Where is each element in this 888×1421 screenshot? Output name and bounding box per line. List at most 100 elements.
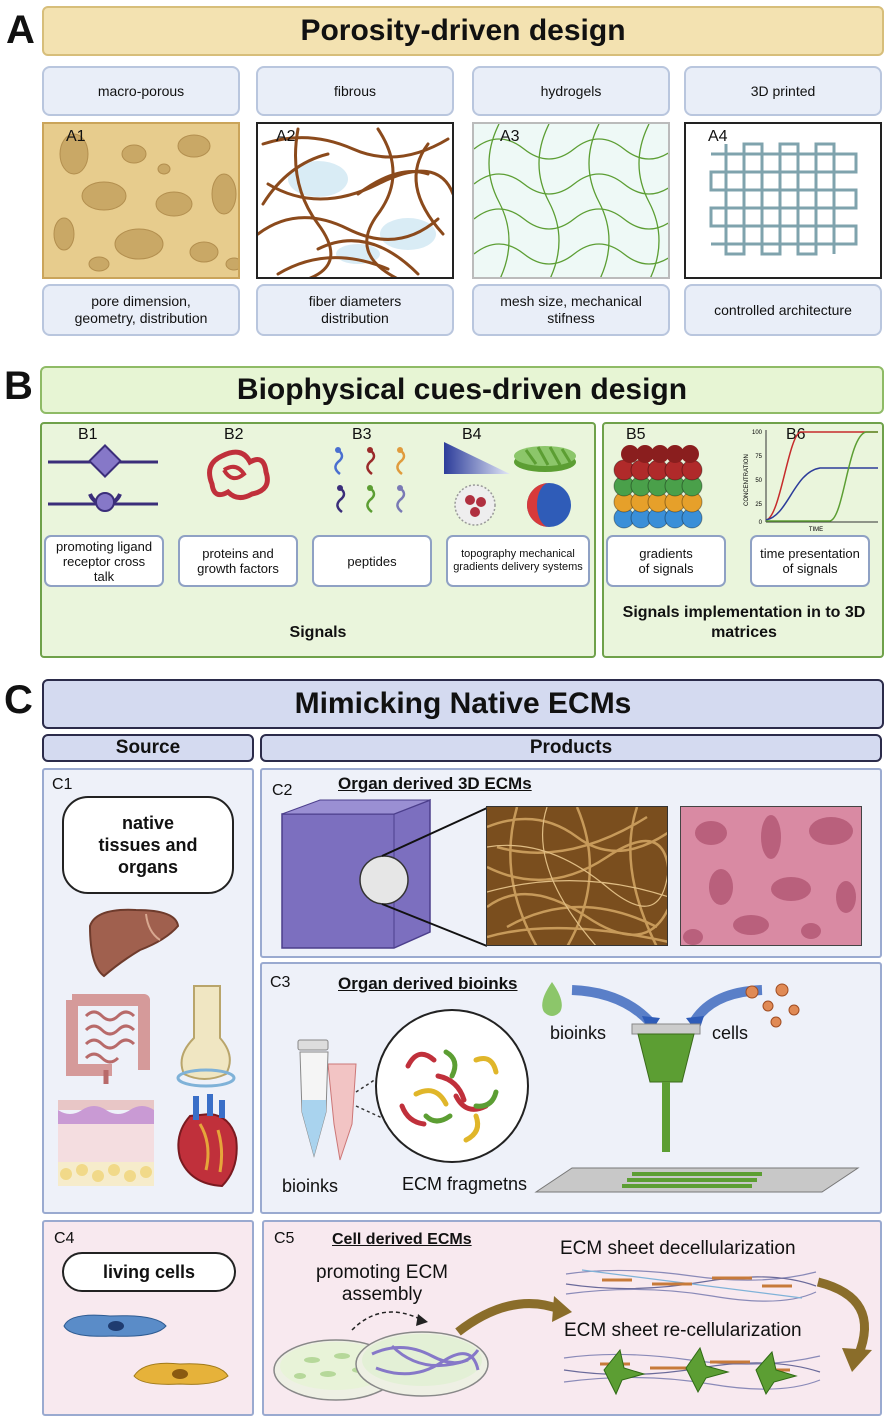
yellow-cell-icon: [133, 1362, 229, 1385]
gradient-sphere-top: [681, 445, 699, 463]
gradient-wedge-icon: [444, 442, 510, 474]
macroporous-pattern: [53, 133, 238, 272]
bioprinter-icon: [534, 982, 860, 1193]
c3-title: Organ derived bioinks: [338, 974, 518, 993]
decell-label: ECM sheet decellularization: [560, 1238, 796, 1259]
a3-hydrogel-image: [472, 122, 670, 279]
hydrogel-mesh: [474, 124, 668, 277]
intestine-icon: [66, 994, 150, 1084]
ecm-sheet-recell-icon: [563, 1346, 821, 1396]
concentration-time-plot: CONCENTRATION 100 75 50 25 0 TIME: [744, 430, 878, 533]
section-b-title: Biophysical cues-driven design: [40, 366, 884, 414]
a2-tag: A2: [276, 128, 296, 145]
gradient-sphere-top: [666, 445, 684, 463]
b2-tag: B2: [224, 426, 244, 443]
blue-cell-icon: [63, 1314, 167, 1337]
recell-label: ECM sheet re-cellularization: [564, 1320, 802, 1341]
c1-tag: C1: [52, 776, 73, 793]
gradient-sphere: [681, 459, 703, 481]
bone-joint-icon: [176, 985, 236, 1088]
a1-macroporous-image: [42, 122, 240, 279]
cells-label: cells: [712, 1023, 749, 1043]
petri-dishes-icon: [273, 1296, 572, 1401]
fiber-pattern: [258, 127, 452, 277]
a1-tag: A1: [66, 128, 86, 145]
c5-title: Cell derived ECMs: [332, 1231, 472, 1248]
gradient-sphere-top: [651, 445, 669, 463]
b3-label: peptides: [312, 535, 432, 587]
c2-title: Organ derived 3D ECMs: [338, 774, 532, 793]
b6-tag: B6: [786, 426, 806, 443]
section-c-title: Mimicking Native ECMs: [42, 679, 884, 729]
gradient-spheres-icon: [613, 445, 703, 529]
a1-top-label: macro-porous: [42, 66, 240, 116]
bioink-tube-icon: [297, 1039, 357, 1161]
fiber-mesh-pattern: [487, 807, 667, 945]
a3-bottom-label: mesh size, mechanical stifness: [472, 284, 670, 336]
a2-fibrous-image: [256, 122, 454, 279]
bioinks-printer-label: bioinks: [550, 1023, 607, 1043]
nanoparticle-icon: [454, 484, 496, 526]
a4-3dprinted-image: [684, 122, 882, 279]
a4-bottom-label: controlled architecture: [684, 284, 882, 336]
plot-ylabel: CONCENTRATION: [744, 454, 750, 506]
b2-label: proteins and growth factors: [178, 535, 298, 587]
section-a-letter: A: [6, 8, 35, 52]
plot-xlabel: TIME: [809, 527, 823, 533]
ecm-cube-icon: [281, 798, 488, 949]
ecm-sheet-decell-icon: [565, 1269, 817, 1302]
section-a-title: Porosity-driven design: [42, 6, 884, 56]
tick-100: 100: [752, 430, 763, 436]
section-b-letter: B: [4, 364, 33, 408]
topography-disc-icon: [514, 446, 576, 472]
ligand-receptor-icon: [48, 444, 158, 512]
a3-top-label: hydrogels: [472, 66, 670, 116]
a2-top-label: fibrous: [256, 66, 454, 116]
b4-tag: B4: [462, 426, 482, 443]
heart-icon: [177, 1094, 238, 1188]
implementation-group-label: Signals implementation in to 3D matrices: [622, 604, 866, 641]
a2-bottom-label: fiber diameters distribution: [256, 284, 454, 336]
bioinks-tube-label: bioinks: [282, 1176, 339, 1196]
c1-label: native tissues and organs: [62, 796, 234, 894]
printed-lattice: [709, 142, 858, 256]
c4-tag: C4: [54, 1230, 75, 1247]
tick-25: 25: [755, 502, 762, 508]
gradient-sphere-top: [621, 445, 639, 463]
products-header: Products: [260, 734, 882, 762]
liver-icon: [88, 908, 180, 978]
skin-layers-icon: [58, 1100, 154, 1186]
a3-tag: A3: [500, 128, 520, 145]
b5-label: gradients of signals: [606, 535, 726, 587]
tick-0: 0: [759, 520, 763, 526]
tick-50: 50: [755, 478, 762, 484]
a4-top-label: 3D printed: [684, 66, 882, 116]
ecm-fiber-image: [486, 806, 668, 946]
section-c-letter: C: [4, 678, 33, 722]
source-header: Source: [42, 734, 254, 762]
fragments-label: ECM fragmetns: [402, 1174, 528, 1194]
peptide-icon: [334, 447, 406, 513]
ecm-porous-image: [680, 806, 862, 946]
b4-label: topography mechanical gradients delivery…: [446, 535, 590, 587]
tick-75: 75: [755, 454, 762, 460]
a1-bottom-label: pore dimension, geometry, distribution: [42, 284, 240, 336]
b6-label: time presentation of signals: [750, 535, 870, 587]
b3-tag: B3: [352, 426, 372, 443]
c2-tag: C2: [272, 782, 293, 799]
signals-group-label: Signals: [289, 624, 347, 641]
b1-label: promoting ligand receptor cross talk: [44, 535, 164, 587]
microsphere-icon: [527, 483, 571, 527]
c3-tag: C3: [270, 974, 291, 991]
assembly-label: promoting ECM assembly: [316, 1262, 448, 1305]
c5-tag: C5: [274, 1230, 295, 1247]
a4-tag: A4: [708, 128, 728, 145]
protein-icon: [207, 449, 270, 500]
porous-tissue-pattern: [683, 815, 856, 945]
c4-label: living cells: [62, 1252, 236, 1292]
gradient-sphere-top: [636, 445, 654, 463]
b1-tag: B1: [78, 426, 98, 443]
b5-tag: B5: [626, 426, 646, 443]
curved-arrow-icon: [816, 1277, 872, 1372]
fragments-circle-icon: [355, 1009, 529, 1163]
